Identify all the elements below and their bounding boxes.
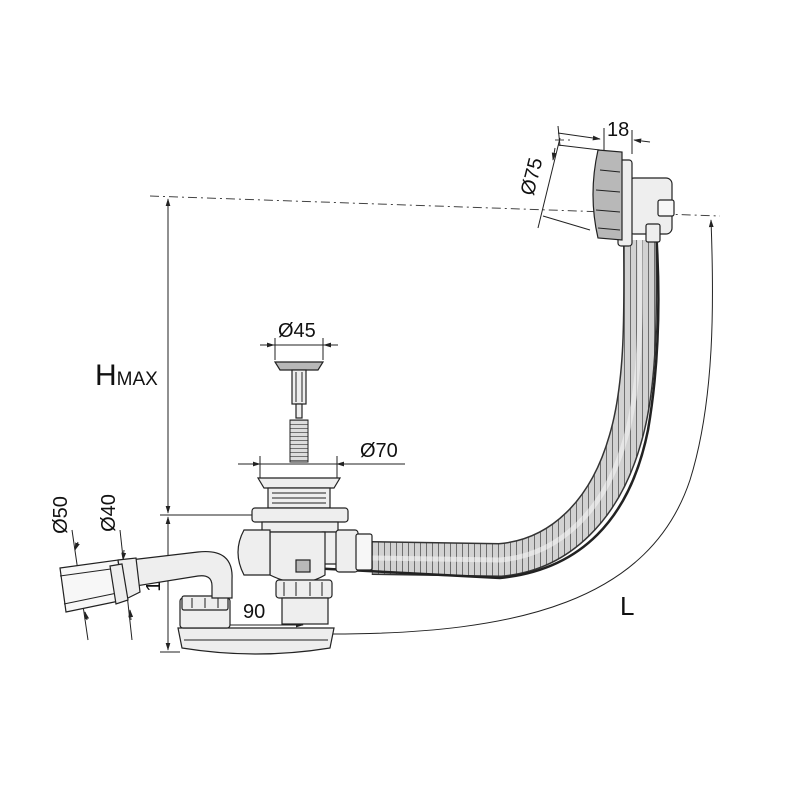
dim-90-label: 90	[243, 601, 265, 623]
dim-d45-label: Ø45	[278, 320, 316, 342]
overflow-head	[592, 149, 675, 247]
waste-body	[251, 477, 373, 584]
outlet-pipe	[59, 550, 233, 613]
trap	[177, 529, 335, 655]
dim-d75-label: Ø75	[517, 156, 547, 198]
dim-d70-label: Ø70	[360, 440, 398, 462]
dim-18-label: 18	[607, 119, 629, 141]
hmax-dimension: HMAX	[95, 198, 171, 514]
hmax-label: HMAX	[95, 359, 158, 392]
dim-d40-label: Ø40	[98, 494, 120, 532]
length-dimension: L	[331, 219, 714, 635]
dim-d50-label: Ø50	[50, 496, 72, 534]
flexible-hose	[309, 229, 660, 580]
length-label: L	[620, 591, 634, 621]
dim-d70: Ø70	[238, 440, 405, 478]
waste-plug	[273, 361, 325, 463]
dim-d45: Ø45	[260, 320, 338, 360]
